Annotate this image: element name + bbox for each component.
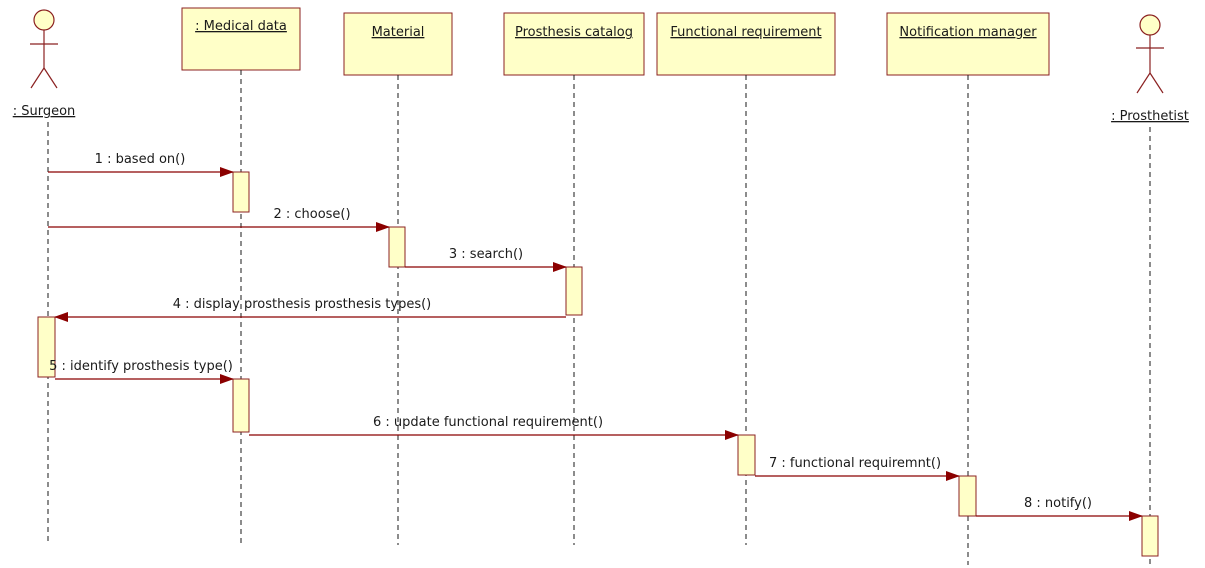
message-label-1: 1 : based on()	[95, 152, 186, 167]
activation-medical-data-1	[232, 171, 250, 213]
message-label-2: 2 : choose()	[273, 207, 350, 222]
actor-prosthetist: : Prosthetist	[1111, 14, 1189, 124]
messages	[48, 167, 1143, 521]
activations	[37, 171, 1159, 557]
object-label-material: Material	[372, 25, 425, 40]
activation-medical-data-2	[232, 378, 250, 433]
activation-notification-manager	[958, 475, 977, 517]
activation-prosthetist	[1141, 515, 1159, 557]
stick-figure-icon	[1136, 14, 1164, 94]
activation-material	[388, 226, 406, 268]
object-notification-manager: Notification manager	[886, 12, 1050, 76]
message-label-7: 7 : functional requiremnt()	[769, 456, 941, 471]
message-label-4: 4 : display prosthesis prosthesis types(…	[173, 297, 432, 312]
object-material: Material	[343, 12, 453, 76]
stick-figure-icon	[30, 9, 58, 89]
object-functional-requirement: Functional requirement	[656, 12, 836, 76]
message-label-5: 5 : identify prosthesis type()	[49, 359, 233, 374]
activation-surgeon	[37, 316, 56, 378]
actor-label-surgeon: : Surgeon	[13, 104, 76, 119]
message-label-8: 8 : notify()	[1024, 496, 1092, 511]
object-prosthesis-catalog: Prosthesis catalog	[503, 12, 645, 76]
message-labels: 1 : based on() 2 : choose() 3 : search()…	[49, 152, 1092, 511]
object-medical-data: : Medical data	[181, 7, 301, 71]
actor-label-prosthetist: : Prosthetist	[1111, 109, 1189, 124]
message-label-3: 3 : search()	[449, 247, 523, 262]
object-label-notification-manager: Notification manager	[899, 25, 1037, 40]
message-label-6: 6 : update functional requirement()	[373, 415, 603, 430]
object-label-prosthesis-catalog: Prosthesis catalog	[515, 25, 633, 40]
object-label-medical-data: : Medical data	[195, 19, 287, 34]
activation-prosthesis-catalog	[565, 266, 583, 316]
object-label-functional-requirement: Functional requirement	[670, 25, 821, 40]
activation-functional-requirement	[737, 434, 756, 476]
actor-surgeon: : Surgeon	[13, 9, 76, 119]
